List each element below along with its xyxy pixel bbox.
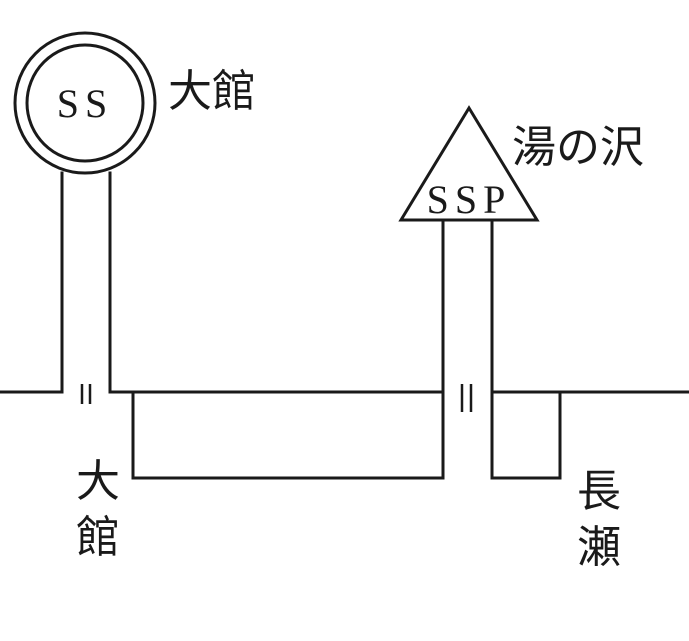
- substation-outer-circle: [13, 31, 157, 175]
- left-junction-label-bottom: 館: [76, 512, 120, 563]
- substation-name-label: 大館: [168, 66, 256, 117]
- right-junction-label-top: 長: [577, 466, 621, 517]
- lower-loop-right: [490, 390, 562, 480]
- right-junction-label-bottom: 瀬: [577, 522, 621, 573]
- substation-inner-circle: [25, 43, 145, 163]
- substation-ss-symbol: [13, 31, 157, 175]
- ss-section-mark: [80, 384, 92, 404]
- ssp-section-mark: [460, 384, 473, 412]
- sectioning-post-name-label: 湯の沢: [512, 122, 644, 173]
- sectioning-post-code-label: SSP: [427, 177, 512, 222]
- lower-loop-left: [131, 390, 445, 480]
- left-junction-label-top: 大: [76, 456, 120, 507]
- substation-code-label: SS: [57, 81, 114, 126]
- sectioning-post-ssp-symbol: [398, 105, 540, 222]
